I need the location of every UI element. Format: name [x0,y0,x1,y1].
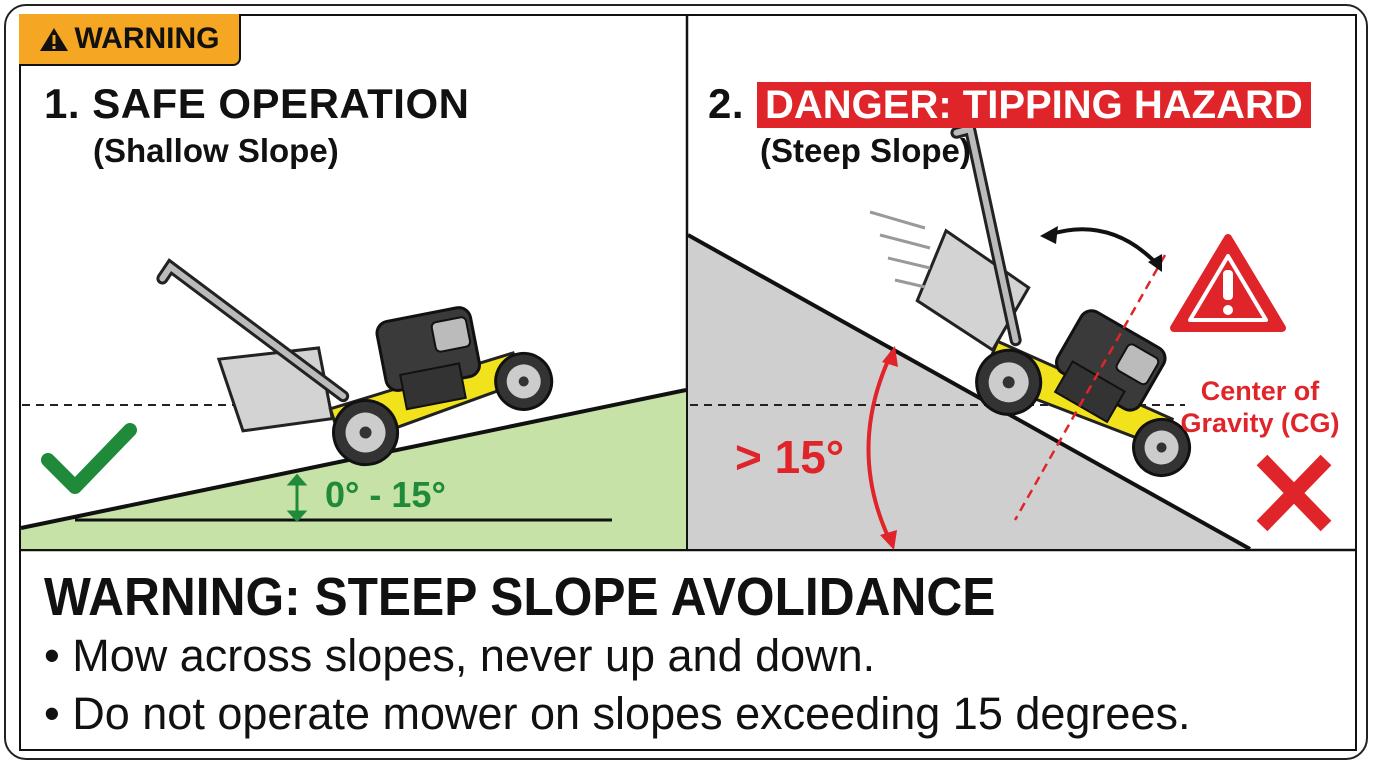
warning-triangle-icon [39,28,68,51]
safe-subtitle: (Shallow Slope) [93,132,339,169]
safe-angle-label: 0° - 15° [325,474,446,515]
danger-subtitle: (Steep Slope) [760,132,971,169]
cg-label-line2: Gravity (CG) [1180,408,1340,438]
steep-slope-line [687,233,1251,551]
danger-title: DANGER: TIPPING HAZARD [757,82,1311,128]
arc-arrowhead-top-icon [882,346,898,367]
check-mark-icon [41,423,137,494]
footer-title: WARNING: STEEP SLOPE AVOLIDANCE [44,567,996,627]
safe-title: 1. SAFE OPERATION [44,80,470,127]
bullet-item: • Do not operate mower on slopes exceedi… [44,688,1191,739]
angle-arrow-icon [286,473,308,523]
cg-label: Center of Gravity (CG) [1180,375,1340,439]
danger-angle-label: > 15° [735,431,845,483]
danger-warning-triangle-icon [1170,234,1286,332]
x-mark-icon [1256,454,1332,532]
tilt-arrow-icon [1047,227,1160,267]
bullet-item: • Mow across slopes, never up and down. [44,630,876,681]
motion-lines-icon [869,210,931,289]
cg-axis-line [1013,254,1167,521]
warning-badge: WARNING [19,14,241,66]
danger-number: 2. [708,80,745,127]
label-frame [4,4,1368,760]
angle-arc [866,351,894,546]
badge-label: WARNING [74,22,220,55]
cg-label-line1: Center of [1200,376,1320,406]
arc-arrowhead-bottom-icon [880,530,897,550]
shallow-slope-ground [21,390,686,549]
